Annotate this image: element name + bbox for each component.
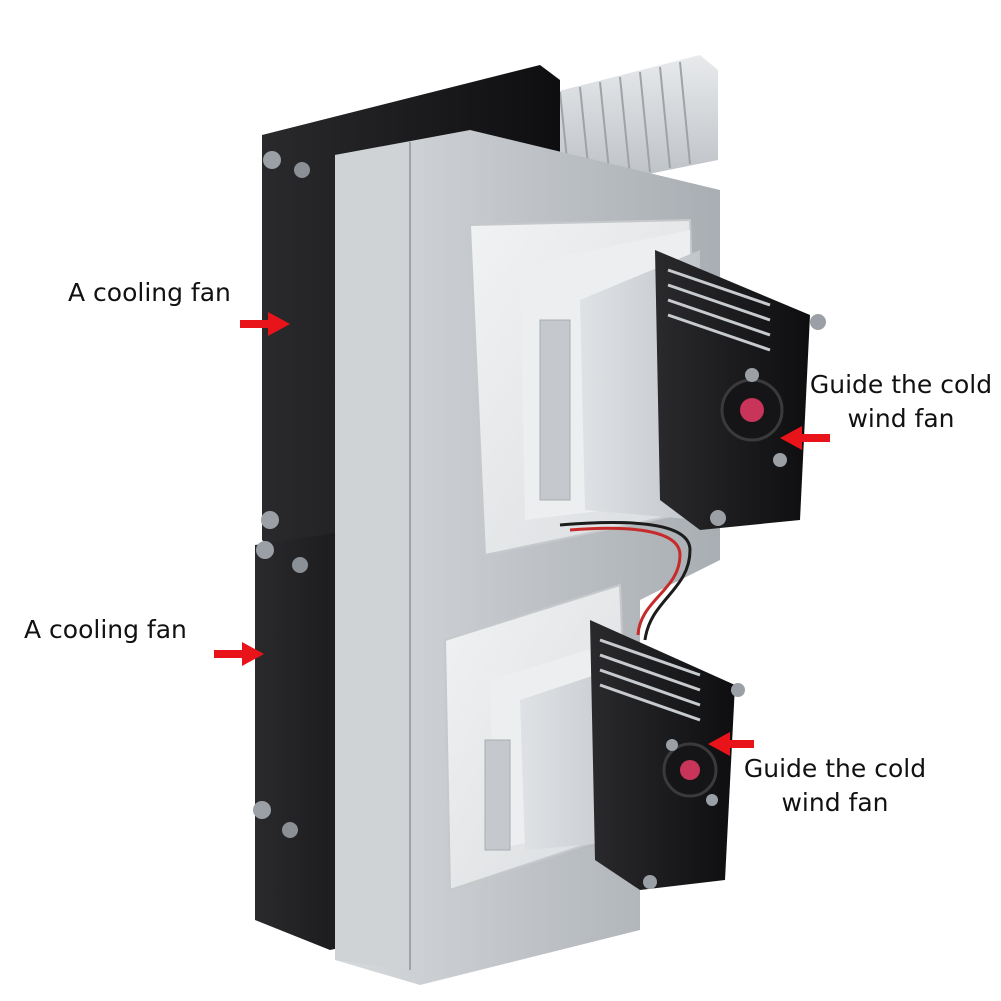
label-cold-wind-fan-upper: Guide the cold wind fan: [808, 368, 994, 436]
label-cold-wind-fan-lower-line1: Guide the cold: [743, 754, 927, 783]
label-cold-wind-fan-upper-line1: Guide the cold: [809, 370, 993, 399]
arrow-cooling-fan-lower: [214, 642, 264, 666]
arrow-cold-wind-fan-upper: [780, 426, 830, 450]
label-cooling-fan-lower: A cooling fan: [24, 615, 187, 644]
label-cold-wind-fan-lower: Guide the cold wind fan: [742, 752, 928, 820]
label-cold-wind-fan-upper-line2: wind fan: [847, 404, 955, 433]
arrow-cold-wind-fan-lower: [708, 732, 754, 756]
upper-cold-block: [468, 218, 702, 557]
lower-cold-block: [443, 583, 640, 892]
power-wires: [559, 521, 692, 641]
label-cooling-fan-upper: A cooling fan: [68, 278, 231, 307]
cold-wind-fan-upper-body: [655, 250, 826, 530]
label-cold-wind-fan-lower-line2: wind fan: [781, 788, 889, 817]
cold-wind-fan-lower-body: [590, 620, 745, 890]
arrow-cooling-fan-upper: [240, 312, 290, 336]
